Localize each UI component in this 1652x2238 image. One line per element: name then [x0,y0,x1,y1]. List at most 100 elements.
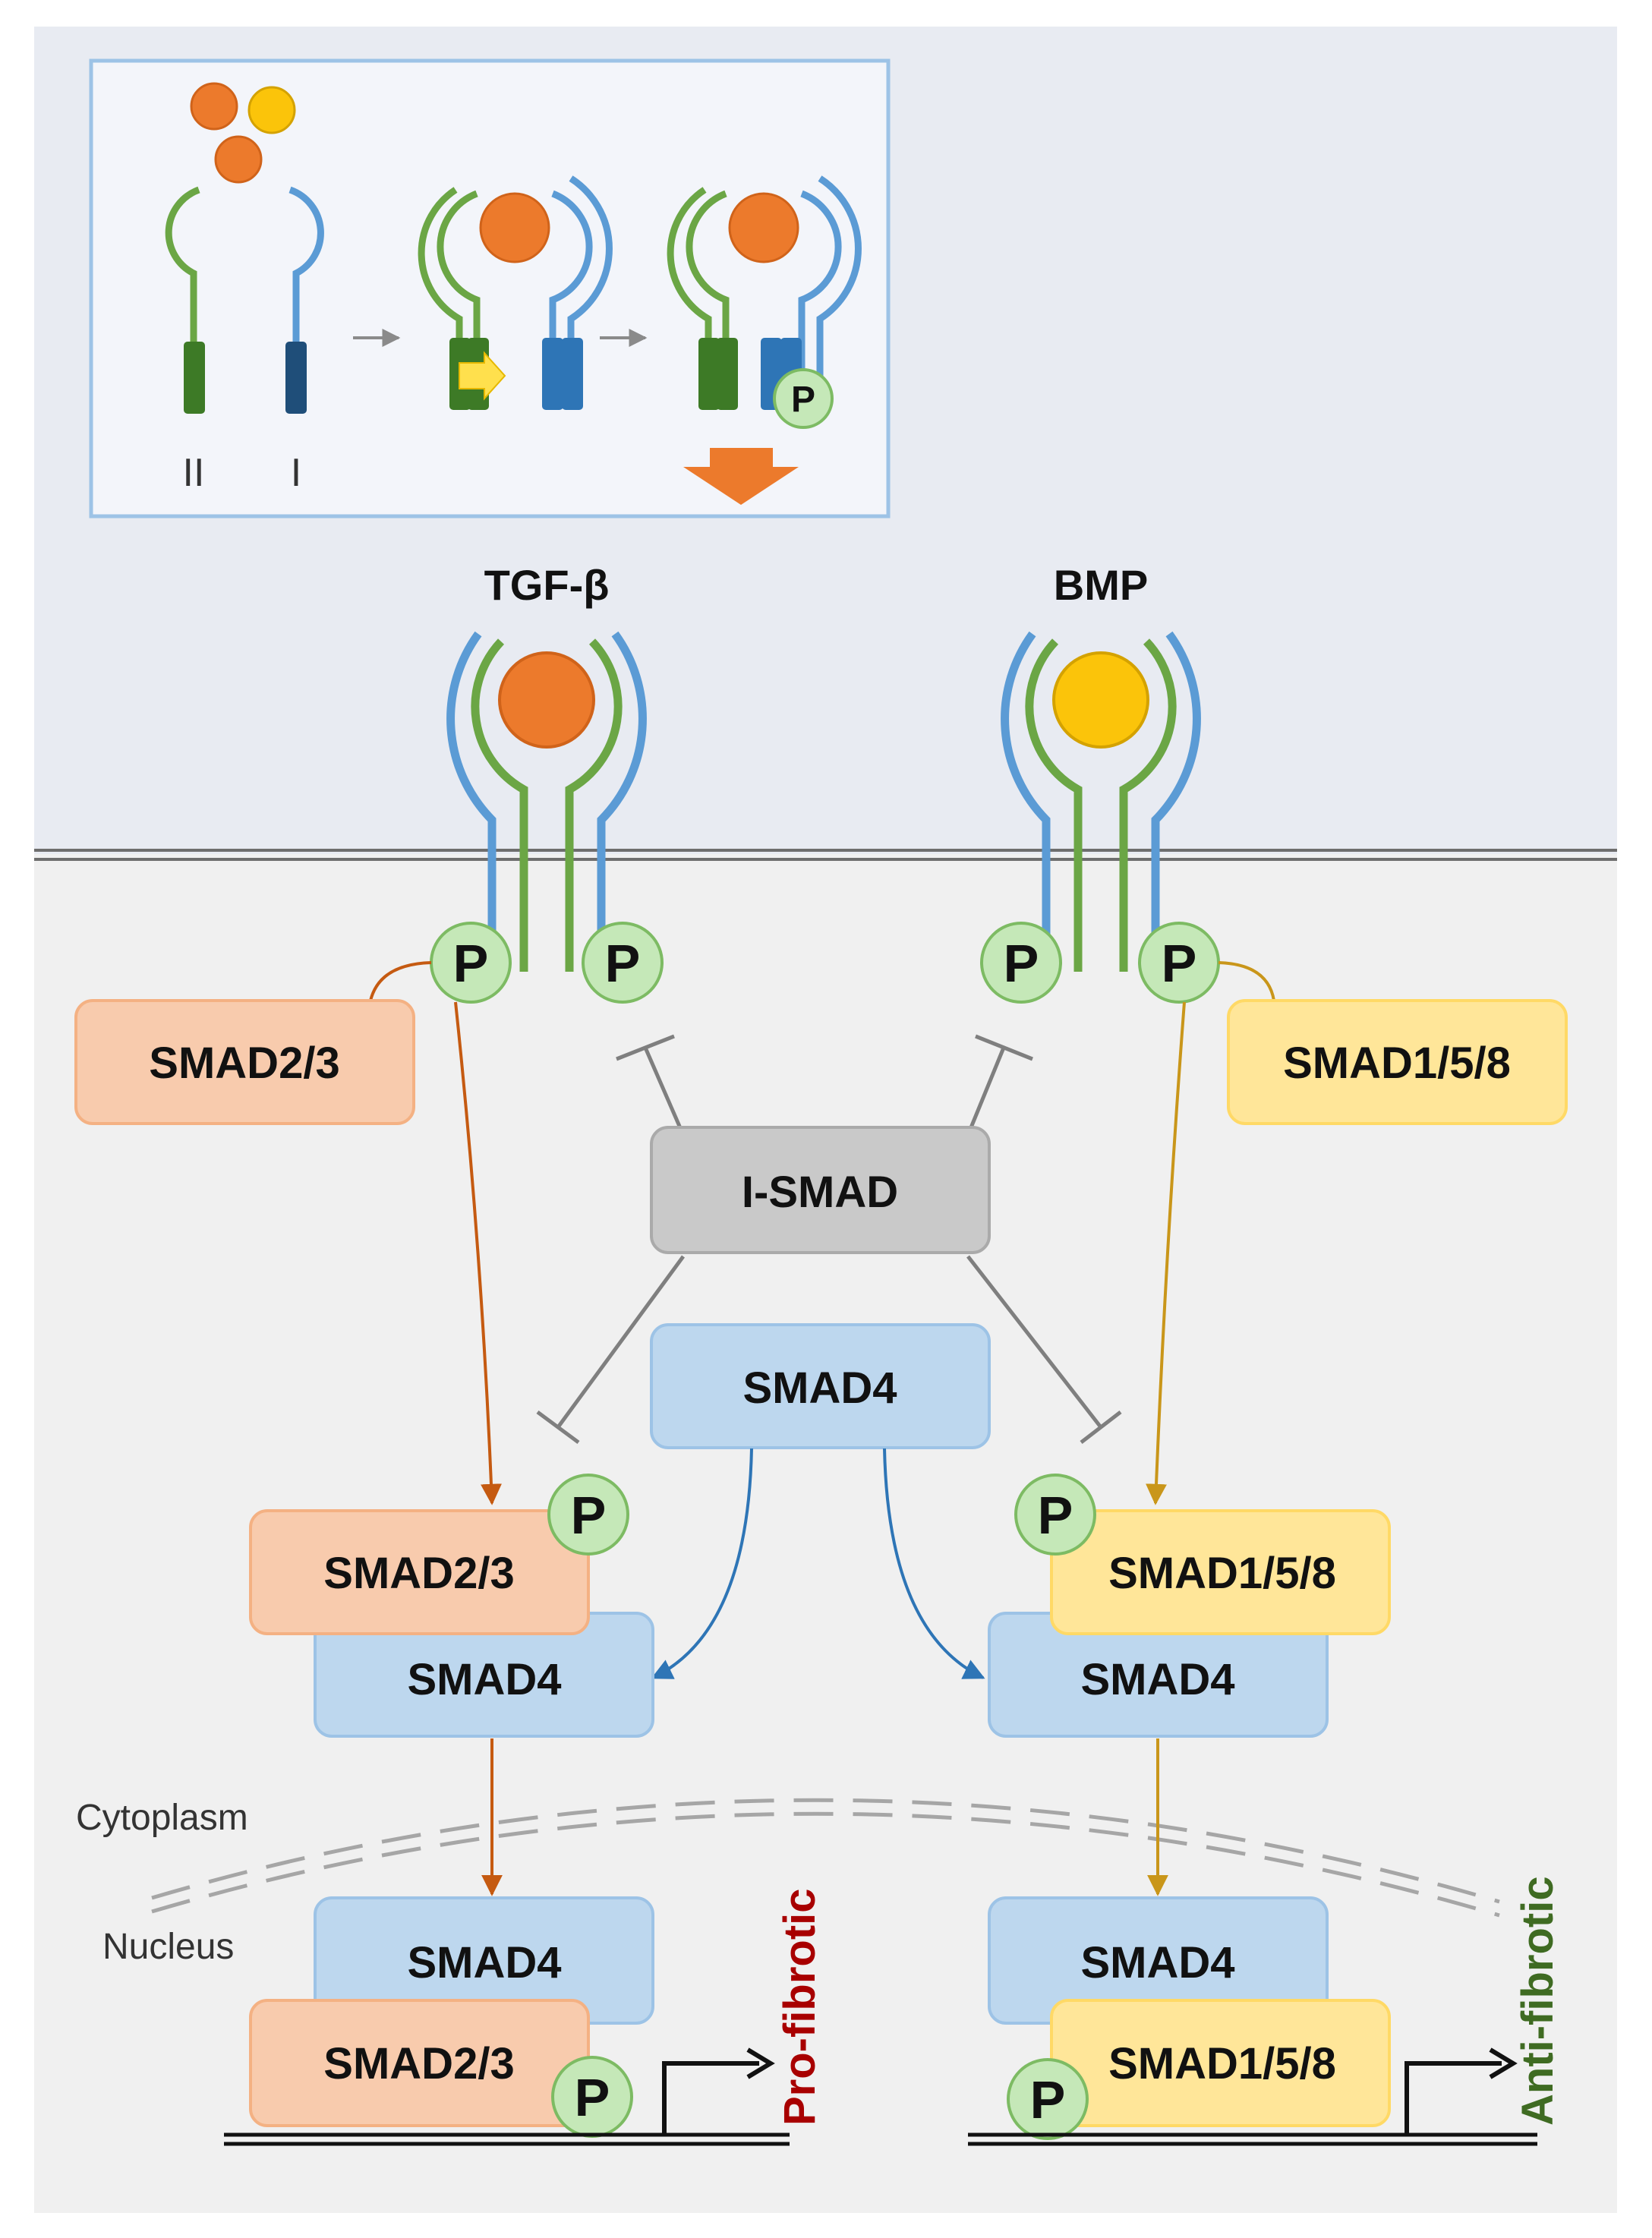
phospho-circle [980,922,1062,1004]
smad23-binding-line [369,961,432,1001]
smad4-center-box: SMAD4 [650,1323,991,1449]
bmp-label: BMP [1054,561,1148,609]
nucleus-label: Nucleus [102,1927,234,1967]
inset-receptor-type2 [667,187,712,410]
phospho-label: P [1162,934,1197,993]
nuclear-envelope [151,1811,1500,1918]
phospho-circle [1014,1474,1096,1556]
cytoplasm-label: Cytoplasm [76,1798,248,1838]
inset-receptor-type1 [549,190,593,410]
inset-receptor-type2-domain [717,338,738,410]
inset-receptor-type1 [567,175,613,410]
smad4-nuc-right-label: SMAD4 [1080,1938,1234,1987]
smad23-label: SMAD2/3 [149,1039,339,1088]
inset-signal-arrow [683,448,799,505]
tgf-receptor-type2 [471,638,528,972]
inset-receptor-type1 [798,190,842,410]
inhibit-smad23-complex-bar [536,1410,580,1445]
smad4-recruit-left-arrow [651,1448,753,1679]
inset-receptor-type1 [288,186,324,414]
phospho-label: P [1030,2070,1066,2129]
inset-receptor-type1 [816,175,862,410]
inset-receptor-type2-domain [184,342,205,414]
inset-tgf-ligand [190,82,238,131]
inset-receptor-type2 [165,186,200,414]
phospho-label: P [1038,1486,1073,1545]
receptor-activation-inset: II I P [89,58,891,519]
bmp-ligand [1052,651,1149,749]
inset-receptor-type2-domain [698,338,720,410]
smad4-recruit-right-arrow [883,1448,985,1679]
smad23-cyto-box: SMAD2/3 [249,1509,590,1635]
inset-receptor-type1-domain [542,338,563,410]
inset-receptor-type2 [418,187,463,410]
smad158-label: SMAD1/5/8 [1283,1039,1511,1088]
phospho-circle [582,922,664,1004]
inset-receptor-type2 [686,190,730,410]
inset-phospho-label: P [791,380,815,420]
bmp-receptor-complex [1001,631,1201,972]
inset-bound-ligand [728,192,799,263]
smad158-nuc-label: SMAD1/5/8 [1108,2039,1336,2088]
smad158-box: SMAD1/5/8 [1227,999,1568,1125]
smad4-cyto-right-label: SMAD4 [1080,1655,1234,1704]
smad4-cyto-right-box: SMAD4 [988,1612,1329,1738]
ismad-inhibition-lines [536,1034,1122,1445]
smad158-phosphorylation-arrow [1146,1001,1186,1505]
tgf-receptor-type2 [565,638,623,972]
tgf-receptor-type1 [446,631,497,957]
smad158-nuc-box: SMAD1/5/8 [1050,1999,1391,2127]
inset-tgf-ligand [214,135,263,184]
inset-frame [89,58,891,519]
bmp-receptor-type1 [1001,631,1051,957]
inset-label-type2: II [183,451,205,495]
inhibit-tgf-receptor [643,1047,686,1136]
smad4-nuc-left-label: SMAD4 [407,1938,561,1987]
phospho-label: P [1004,934,1039,993]
tgf-receptor-type1 [597,631,647,957]
smad158-cyto-label: SMAD1/5/8 [1108,1549,1336,1598]
smad4-cyto-left-box: SMAD4 [314,1612,654,1738]
smad4-cyto-left-label: SMAD4 [407,1655,561,1704]
smad158-binding-line [1218,961,1275,1001]
ismad-label: I-SMAD [742,1168,898,1217]
inset-phospho-circle [773,368,834,429]
smad23-box: SMAD2/3 [74,999,415,1125]
smad158-cyto-box: SMAD1/5/8 [1050,1509,1391,1635]
bmp-receptor-type2 [1025,638,1083,972]
tgf-beta-label: TGF-β [484,561,610,609]
phospho-circle [1007,2058,1089,2140]
phospho-circle [547,1474,629,1556]
transcription-start-arrow-right [1405,2061,1502,2135]
smad23-cyto-label: SMAD2/3 [323,1549,514,1598]
smad4-nuc-left-box: SMAD4 [314,1896,654,2025]
inset-label-type1: I [291,451,301,495]
smad4-center-label: SMAD4 [742,1363,897,1413]
pro-fibrotic-label: Pro-fibrotic [775,1888,824,2126]
phospho-label: P [571,1486,607,1545]
phospho-label: P [575,2068,610,2127]
transcription-arrowhead-left [746,2047,775,2079]
bmp-receptor-type1 [1151,631,1201,957]
inset-receptor-type1-domain [562,338,583,410]
ismad-box: I-SMAD [650,1126,991,1254]
tgf-beta-ligand [498,651,595,749]
inset-bound-ligand [479,192,550,263]
tgf-receptor-complex [446,631,647,972]
nuclear-envelope [151,1798,1500,1904]
inset-receptor-type1-domain [285,342,307,414]
inset-receptor-type2 [437,190,481,410]
smad23-nuc-box: SMAD2/3 [249,1999,590,2127]
inhibit-tgf-receptor-bar [616,1034,675,1061]
anti-fibrotic-label: Anti-fibrotic [1513,1876,1562,2126]
inhibit-smad23-complex [556,1255,686,1429]
transcription-start-arrow-left [662,2061,759,2135]
phospho-label: P [605,934,641,993]
inset-transphosphorylation-arrow [459,351,506,401]
inhibit-smad158-complex-bar [1080,1411,1122,1444]
inhibit-smad158-complex [966,1255,1102,1429]
bmp-receptor-type2 [1119,638,1177,972]
inset-bmp-ligand [247,86,296,134]
transcription-arrowhead-right [1489,2047,1518,2079]
